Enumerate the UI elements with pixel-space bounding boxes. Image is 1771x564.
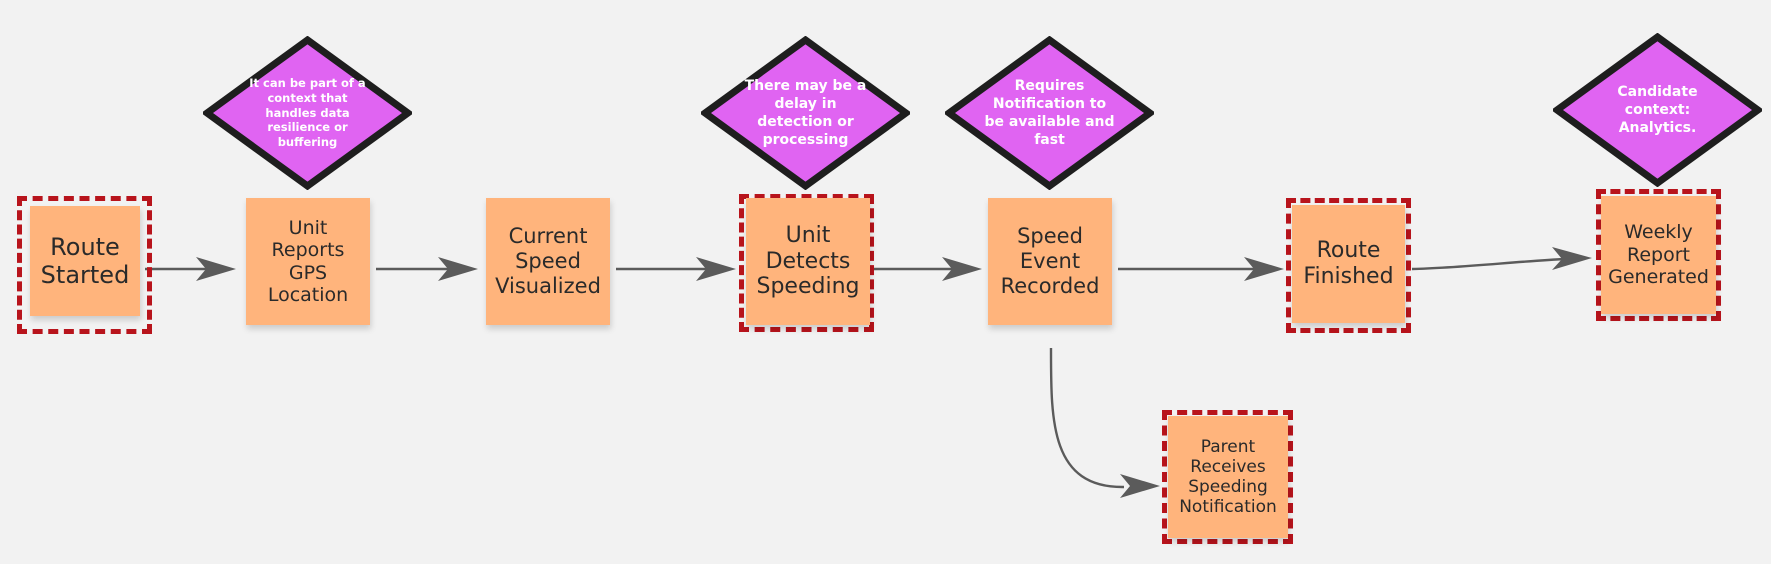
hotspot-frame-parent-notification	[1162, 410, 1293, 544]
connector-speed-event-to-parent-notification[interactable]	[1049, 347, 1160, 498]
note-notification-requirement[interactable]: Requires Notification to be available an…	[945, 36, 1154, 190]
event-route-started[interactable]: Route Started	[30, 206, 140, 316]
hotspot-frame-weekly-report	[1596, 189, 1721, 321]
connector-route-started-to-unit-reports[interactable]	[145, 257, 236, 281]
note-delay[interactable]: There may be a delay in detection or pro…	[701, 36, 910, 190]
event-speed-event-recorded[interactable]: Speed Event Recorded	[988, 198, 1112, 325]
event-unit-reports-gps-location[interactable]: Unit Reports GPS Location	[246, 198, 370, 325]
event-route-finished[interactable]: Route Finished	[1292, 205, 1405, 323]
diamond-shape	[945, 36, 1154, 190]
diamond-shape	[701, 36, 910, 190]
note-text: Candidate context: Analytics.	[1617, 83, 1698, 137]
note-text: It can be part of a context that handles…	[249, 75, 366, 150]
connector-unit-reports-to-current-speed[interactable]	[376, 257, 478, 281]
note-candidate-context[interactable]: Candidate context: Analytics.	[1553, 33, 1762, 187]
diamond-shape	[203, 36, 412, 190]
connector-route-finished-to-weekly-report[interactable]	[1411, 247, 1592, 271]
hotspot-frame-route-finished	[1286, 198, 1411, 333]
connector-current-speed-to-unit-detects[interactable]	[616, 257, 736, 281]
hotspot-frame-unit-detects-speeding	[739, 194, 874, 332]
connector-unit-detects-to-speed-event[interactable]	[874, 257, 982, 281]
note-text: There may be a delay in detection or pro…	[744, 77, 867, 149]
hotspot-frame-route-started	[17, 196, 152, 334]
note-data-resilience[interactable]: It can be part of a context that handles…	[203, 36, 412, 190]
event-unit-detects-speeding[interactable]: Unit Detects Speeding	[746, 198, 870, 325]
connector-speed-event-to-route-finished[interactable]	[1118, 257, 1284, 281]
event-weekly-report-generated[interactable]: Weekly Report Generated	[1601, 196, 1716, 314]
event-current-speed-visualized[interactable]: Current Speed Visualized	[486, 198, 610, 325]
event-parent-receives-speeding-notification[interactable]: Parent Receives Speeding Notification	[1168, 416, 1288, 538]
note-text: Requires Notification to be available an…	[984, 77, 1115, 149]
diamond-shape	[1553, 33, 1762, 187]
